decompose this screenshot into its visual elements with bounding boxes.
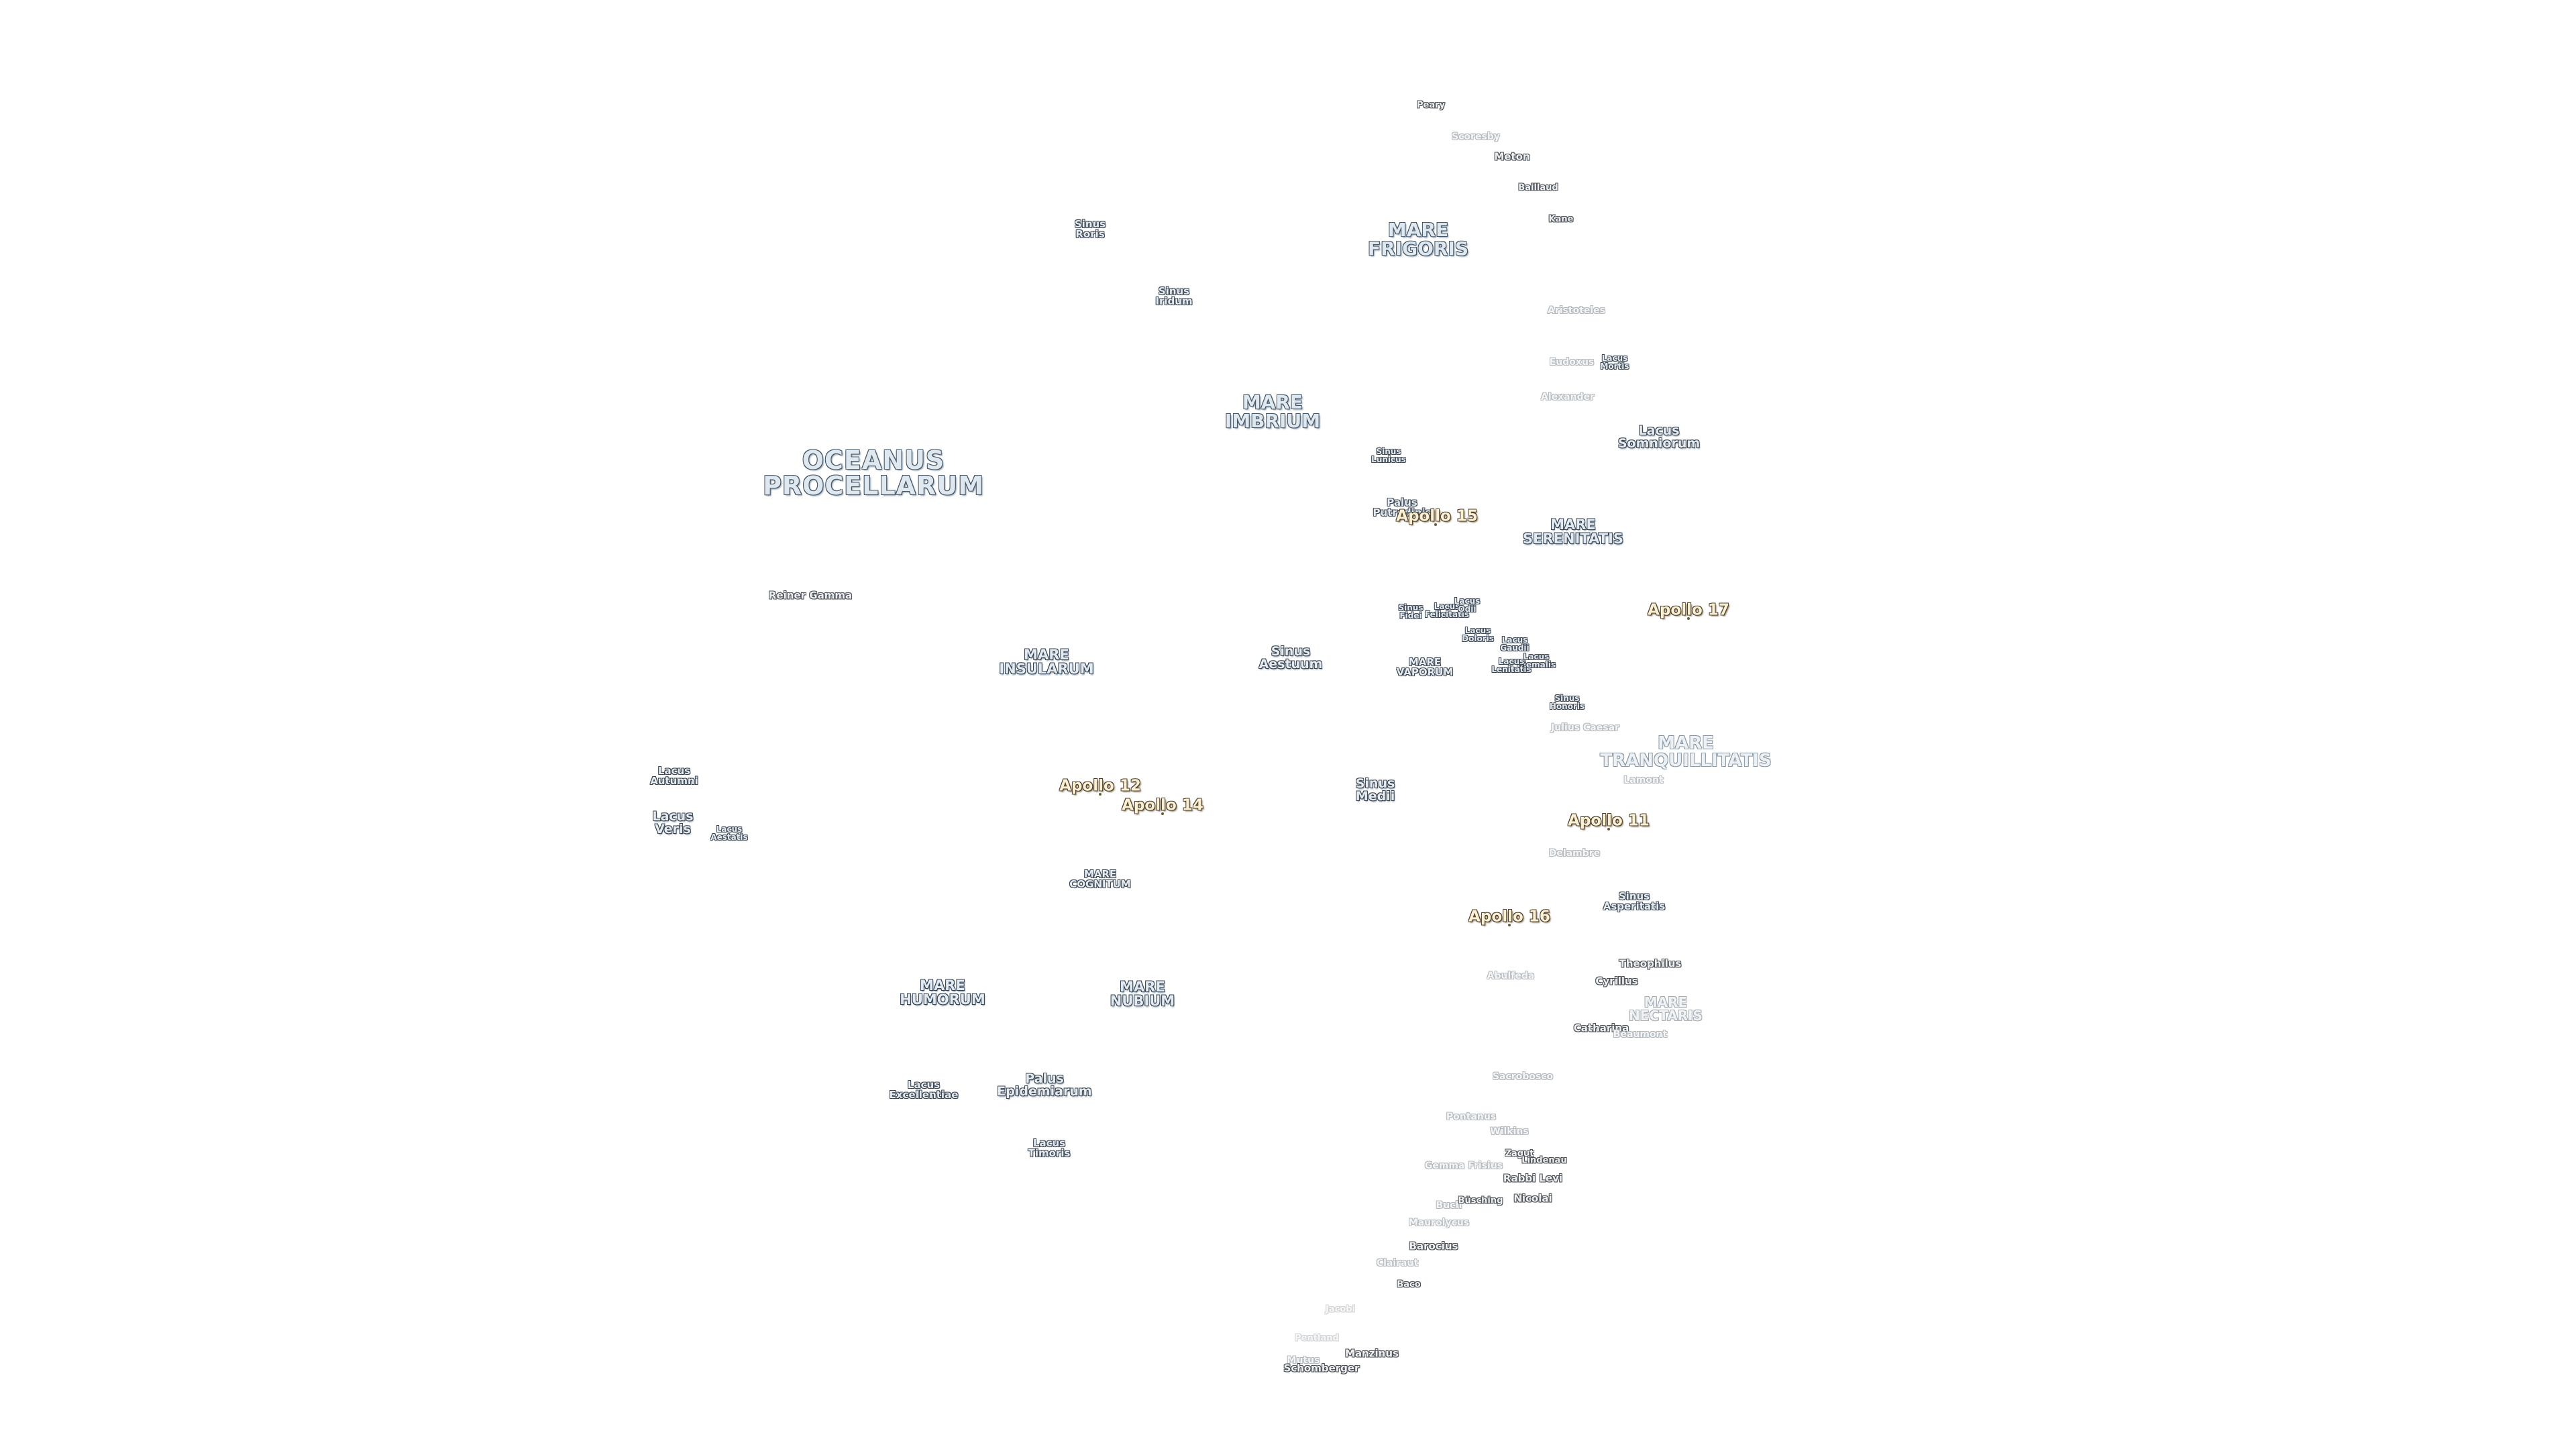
apollo-11-site-marker [1607, 828, 1610, 830]
map-label-mutus: Mutus [1287, 1355, 1320, 1366]
apollo-15-site-marker [1434, 523, 1437, 526]
apollo-12-site-marker [1099, 793, 1102, 796]
map-label-maurolycus: Maurolycus [1408, 1218, 1470, 1228]
map-label-rabbi-levi: Rabbi Levi [1503, 1172, 1563, 1185]
map-label-nicolai: Nicolai [1513, 1192, 1552, 1205]
map-label-clairaut: Clairaut [1376, 1258, 1419, 1269]
map-label-jacobi: Jacobi [1325, 1304, 1356, 1315]
map-label-kane: Kane [1548, 214, 1574, 225]
map-label-julius-caesar: Julius Caesar [1551, 722, 1619, 733]
map-label-schomberger: Schomberger [1283, 1362, 1360, 1375]
map-label-apollo-14: Apollo 14 [1122, 796, 1203, 814]
map-label-apollo-15: Apollo 15 [1396, 507, 1478, 525]
map-label-apollo-17: Apollo 17 [1648, 601, 1729, 619]
map-label-barocius: Barocius [1409, 1240, 1458, 1252]
apollo-17-site-marker [1687, 617, 1690, 620]
map-label-aristoteles: Aristoteles [1548, 305, 1605, 316]
apollo-16-site-marker [1508, 924, 1511, 926]
map-label-cyrillus: Cyrillus [1595, 975, 1638, 987]
map-label-meton: Meton [1494, 150, 1530, 163]
map-label-wilkins: Wilkins [1490, 1126, 1529, 1137]
map-label-pentland: Pentland [1295, 1333, 1339, 1344]
map-label-manzinus: Manzinus [1345, 1347, 1399, 1360]
map-label-sacrobosco: Sacrobosco [1492, 1071, 1554, 1082]
map-label-beaumont: Beaumont [1613, 1029, 1668, 1040]
map-label-zagut: Zagut [1505, 1148, 1534, 1159]
map-label-delambre: Delambre [1548, 848, 1601, 859]
map-label-apollo-11: Apollo 11 [1568, 812, 1650, 830]
map-label-theophilus: Theophilus [1619, 957, 1682, 970]
map-label-lamont: Lamont [1623, 775, 1664, 786]
map-label-peary: Peary [1416, 100, 1446, 111]
map-label-gemma-frisius: Gemma Frisius [1424, 1161, 1503, 1171]
map-label-alexander: Alexander [1541, 392, 1595, 402]
map-label-pontanus: Pontanus [1446, 1112, 1497, 1122]
map-label-catharina: Catharina [1573, 1022, 1629, 1034]
map-label-apollo-16: Apollo 16 [1468, 908, 1550, 926]
map-label-abulfeda: Abulfeda [1487, 971, 1535, 981]
apollo-14-site-marker [1161, 812, 1164, 815]
map-label-eudoxus: Eudoxus [1549, 357, 1595, 368]
map-label-apollo-12: Apollo 12 [1059, 777, 1141, 795]
map-label-baillaud: Baillaud [1518, 182, 1558, 193]
map-label-baco: Baco [1397, 1279, 1421, 1290]
map-label-lindenau: Lindenau [1521, 1155, 1567, 1166]
map-label-buch: Buch [1436, 1200, 1462, 1211]
map-label-busching: Büsching [1458, 1195, 1503, 1206]
map-label-scoresby: Scoresby [1452, 131, 1500, 142]
map-label-reiner-gamma: Reiner Gamma [768, 589, 853, 602]
